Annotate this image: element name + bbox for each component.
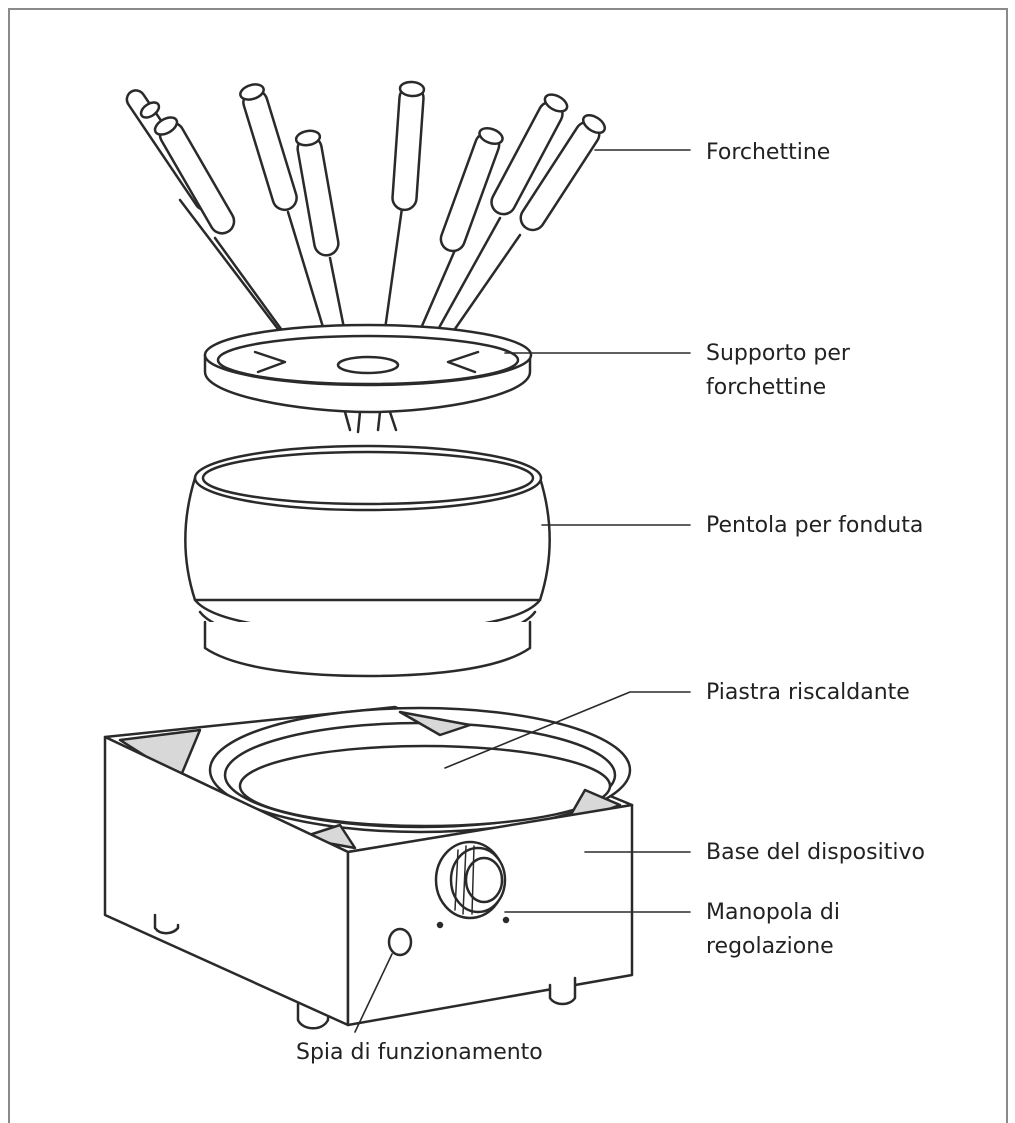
label-pentola: Pentola per fonduta — [706, 509, 923, 543]
diagram-frame — [8, 8, 1008, 1123]
device-base — [103, 705, 634, 1030]
label-manopola: Manopola di regolazione — [706, 896, 840, 964]
leader-lines — [354, 149, 691, 1033]
label-supporto: Supporto per forchettine — [706, 337, 850, 405]
leader-piastra — [444, 691, 691, 769]
label-supporto-line1: Supporto per — [706, 341, 850, 366]
label-spia-text: Spia di funzionamento — [296, 1040, 543, 1065]
fork-4 — [294, 129, 354, 370]
fork-7 — [418, 93, 569, 364]
fondue-pot — [184, 444, 551, 678]
label-forchettine-text: Forchettine — [706, 140, 831, 165]
fork-holder-ring — [203, 323, 533, 434]
fork-2 — [153, 116, 307, 364]
leader-spia — [354, 953, 393, 1033]
label-piastra-text: Piastra riscaldante — [706, 680, 910, 705]
label-base-text: Base del dispositivo — [706, 840, 925, 865]
fork-6 — [403, 126, 504, 367]
label-manopola-line1: Manopola di — [706, 900, 840, 925]
label-spia: Spia di funzionamento — [296, 1036, 543, 1070]
label-forchettine: Forchettine — [706, 136, 830, 170]
label-supporto-line2: forchettine — [706, 375, 827, 400]
fork-5 — [378, 80, 426, 367]
label-pentola-text: Pentola per fonduta — [706, 513, 924, 538]
label-piastra: Piastra riscaldante — [706, 676, 910, 710]
label-base: Base del dispositivo — [706, 836, 925, 870]
label-manopola-line2: regolazione — [706, 934, 834, 959]
